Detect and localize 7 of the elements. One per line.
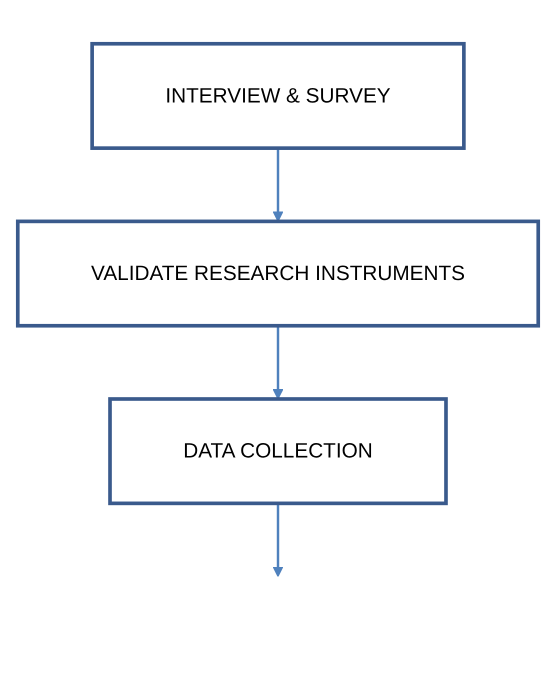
arrow bbox=[272, 325, 284, 400]
node-box bbox=[108, 396, 448, 505]
node-box bbox=[90, 42, 466, 150]
flowchart: INTERVIEW & SURVEY VALIDATE RESEARCH INSTRUMENTS DATA COLLECTION bbox=[8, 34, 548, 660]
arrow bbox=[272, 148, 284, 222]
arrow bbox=[272, 503, 284, 577]
node-box bbox=[16, 219, 540, 328]
